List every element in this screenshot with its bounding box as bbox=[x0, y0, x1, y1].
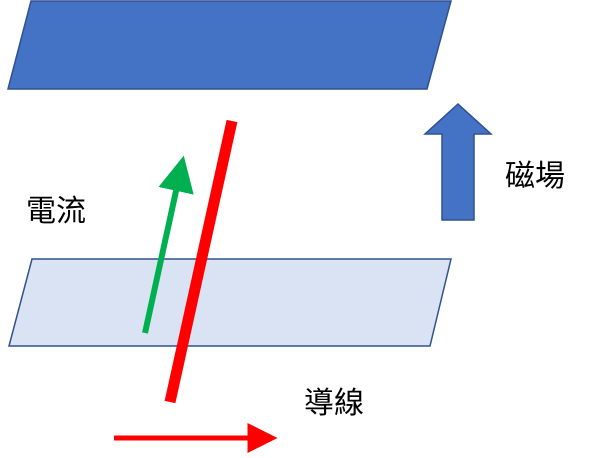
wire-label: 導線 bbox=[304, 386, 364, 421]
bottom-plate bbox=[8, 258, 452, 347]
wire bbox=[164, 119, 238, 404]
magnetic-field-arrow bbox=[423, 102, 493, 221]
top-plate bbox=[7, 0, 452, 90]
magnetic-field-label: 磁場 bbox=[505, 159, 565, 194]
current-label: 電流 bbox=[26, 194, 86, 229]
current-arrow bbox=[142, 155, 194, 334]
